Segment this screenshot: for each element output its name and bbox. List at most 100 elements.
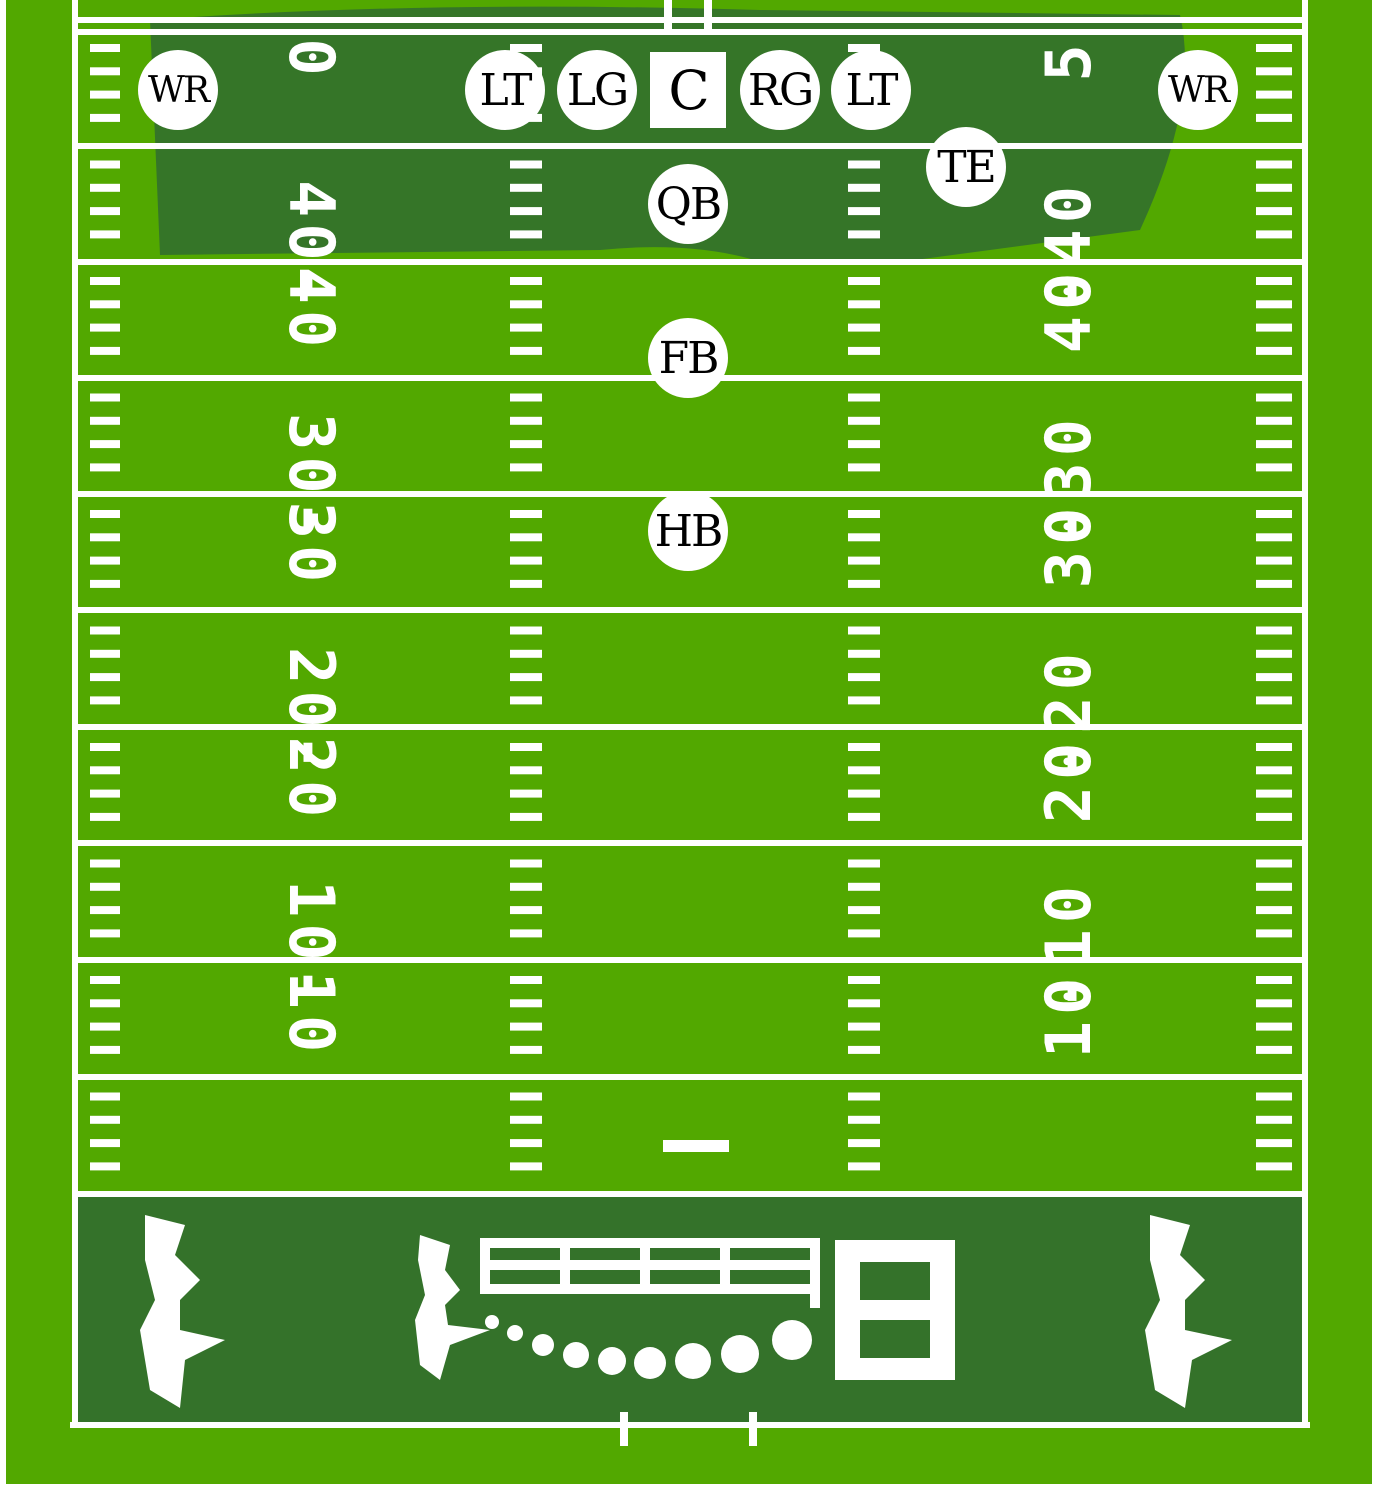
yard-number-left: 40 <box>275 267 348 354</box>
hash-mark <box>90 161 120 169</box>
hash-mark <box>510 906 542 914</box>
hash-mark <box>848 533 880 541</box>
hash-mark <box>510 999 542 1007</box>
hash-mark <box>1256 1023 1292 1031</box>
hash-mark <box>510 673 542 681</box>
hash-mark <box>90 580 120 588</box>
endzone-tick <box>663 1140 729 1152</box>
hash-mark <box>1256 1139 1292 1147</box>
top-tick <box>664 0 672 30</box>
yard-number-right: 40 <box>1032 267 1105 354</box>
hash-mark <box>1256 207 1292 215</box>
frame-edge <box>0 0 6 1490</box>
player-qb[interactable]: QB <box>648 164 728 244</box>
hash-mark <box>848 696 880 704</box>
hash-mark <box>848 300 880 308</box>
hash-mark <box>848 510 880 518</box>
hash-mark <box>848 580 880 588</box>
hash-mark <box>848 1116 880 1124</box>
player-lt-2[interactable]: LT <box>831 50 911 130</box>
hash-mark <box>90 440 120 448</box>
hash-mark <box>90 1046 120 1054</box>
hash-mark <box>510 417 542 425</box>
hash-mark <box>1256 394 1292 402</box>
hash-mark <box>510 277 542 285</box>
hash-mark <box>90 766 120 774</box>
hash-mark <box>510 184 542 192</box>
player-wr-left[interactable]: WR <box>138 50 218 130</box>
hash-mark <box>90 44 120 52</box>
hash-mark <box>90 230 120 238</box>
hash-mark <box>848 906 880 914</box>
frame-edge-bottom <box>0 1484 1378 1490</box>
hash-mark <box>1256 557 1292 565</box>
hash-mark <box>90 207 120 215</box>
hash-mark <box>1256 1162 1292 1170</box>
hash-mark <box>1256 184 1292 192</box>
yard-number-right: 30 <box>1032 502 1105 589</box>
player-c[interactable]: C <box>650 52 726 128</box>
hash-mark <box>1256 766 1292 774</box>
hash-mark <box>848 324 880 332</box>
hash-mark <box>510 1139 542 1147</box>
player-rg[interactable]: RG <box>740 50 820 130</box>
hash-mark <box>510 627 542 635</box>
hash-mark <box>90 696 120 704</box>
player-lg[interactable]: LG <box>557 50 637 130</box>
hash-mark <box>90 929 120 937</box>
player-te[interactable]: TE <box>926 127 1006 207</box>
player-hb[interactable]: HB <box>648 491 728 571</box>
hash-mark <box>510 394 542 402</box>
hash-mark <box>1256 650 1292 658</box>
hash-mark <box>90 1093 120 1101</box>
hash-mark <box>1256 580 1292 588</box>
hash-mark <box>1256 883 1292 891</box>
hash-mark <box>510 510 542 518</box>
hash-mark <box>1256 91 1292 99</box>
hash-mark <box>90 510 120 518</box>
hash-mark <box>1256 743 1292 751</box>
hash-mark <box>510 230 542 238</box>
hash-mark <box>90 114 120 122</box>
hash-mark <box>90 650 120 658</box>
hash-mark <box>1256 790 1292 798</box>
hash-mark <box>848 743 880 751</box>
hash-mark <box>848 1139 880 1147</box>
hash-mark <box>90 417 120 425</box>
hash-mark <box>90 91 120 99</box>
player-lt-1[interactable]: LT <box>465 50 545 130</box>
hash-mark <box>510 347 542 355</box>
hash-mark <box>510 696 542 704</box>
player-wr-right[interactable]: WR <box>1158 50 1238 130</box>
hash-mark <box>1256 114 1292 122</box>
hash-mark <box>848 161 880 169</box>
hash-mark <box>90 557 120 565</box>
hash-mark <box>848 766 880 774</box>
hash-mark <box>510 207 542 215</box>
hash-mark <box>1256 860 1292 868</box>
hash-mark <box>510 976 542 984</box>
hash-mark <box>1256 277 1292 285</box>
yard-number-left: 20 <box>275 737 348 824</box>
hash-mark <box>848 813 880 821</box>
hash-mark <box>90 277 120 285</box>
hash-mark <box>90 860 120 868</box>
hash-mark <box>510 1162 542 1170</box>
hash-mark <box>90 533 120 541</box>
hash-mark <box>1256 533 1292 541</box>
hash-mark <box>1256 1093 1292 1101</box>
frame-edge-right <box>1372 0 1378 1490</box>
hash-mark <box>1256 440 1292 448</box>
hash-mark <box>90 347 120 355</box>
player-fb[interactable]: FB <box>648 318 728 398</box>
goal-post-left <box>620 1412 628 1446</box>
hash-mark <box>510 790 542 798</box>
hash-mark <box>848 440 880 448</box>
hash-mark <box>1256 976 1292 984</box>
hash-mark <box>1256 67 1292 75</box>
hash-mark <box>90 906 120 914</box>
hash-mark <box>90 790 120 798</box>
hash-mark <box>1256 696 1292 704</box>
hash-mark <box>848 1023 880 1031</box>
